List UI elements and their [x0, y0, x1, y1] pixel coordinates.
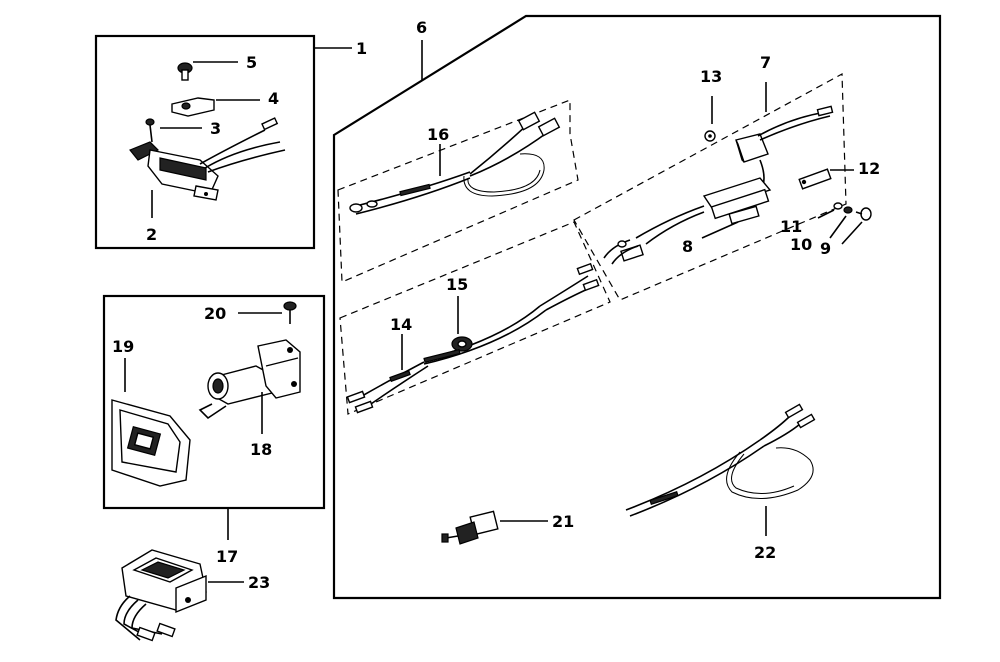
group-7-dashed — [573, 73, 847, 301]
label-3: 3 — [210, 119, 221, 138]
label-16: 16 — [427, 125, 449, 144]
label-11: 11 — [780, 217, 802, 236]
part-13-nut — [704, 130, 716, 142]
part-15-harness — [423, 262, 600, 365]
part-5-screw — [177, 62, 193, 81]
part-3-screw — [145, 118, 155, 143]
label-18: 18 — [250, 440, 272, 459]
label-13: 13 — [700, 67, 722, 86]
part-8-fuse-holder — [603, 177, 772, 265]
part-16-harness — [349, 111, 561, 215]
part-14-harness — [346, 361, 429, 414]
label-14: 14 — [390, 315, 412, 334]
part-23-regulator — [115, 549, 207, 642]
part-22-harness — [625, 403, 816, 517]
label-21: 21 — [552, 512, 574, 531]
label-12: 12 — [858, 159, 880, 178]
label-20: 20 — [204, 304, 226, 323]
label-6: 6 — [416, 18, 427, 37]
label-10: 10 — [790, 235, 812, 254]
part-19-plate — [111, 399, 191, 487]
label-23: 23 — [248, 573, 270, 592]
part-9-screw — [855, 207, 872, 221]
label-9: 9 — [820, 239, 831, 258]
label-15: 15 — [446, 275, 468, 294]
part-7-switch — [735, 105, 834, 193]
part-11-washer — [833, 202, 843, 210]
label-17: 17 — [216, 547, 238, 566]
label-7: 7 — [760, 53, 771, 72]
label-2: 2 — [146, 225, 157, 244]
label-1: 1 — [356, 39, 367, 58]
label-4: 4 — [268, 89, 279, 108]
part-18-socket — [198, 339, 301, 420]
label-8: 8 — [682, 237, 693, 256]
part-21-sender — [441, 510, 499, 545]
group-14-dashed — [339, 221, 611, 415]
part-4-clamp — [171, 97, 215, 117]
part-2-rectifier — [129, 117, 286, 201]
part-12-plate — [798, 168, 832, 190]
part-20-screw — [283, 301, 297, 324]
label-22: 22 — [754, 543, 776, 562]
group-1-box — [94, 34, 316, 250]
label-19: 19 — [112, 337, 134, 356]
group-6-box — [332, 14, 942, 600]
label-5: 5 — [246, 53, 257, 72]
group-17-box — [102, 294, 326, 510]
part-10-washer — [843, 206, 853, 214]
